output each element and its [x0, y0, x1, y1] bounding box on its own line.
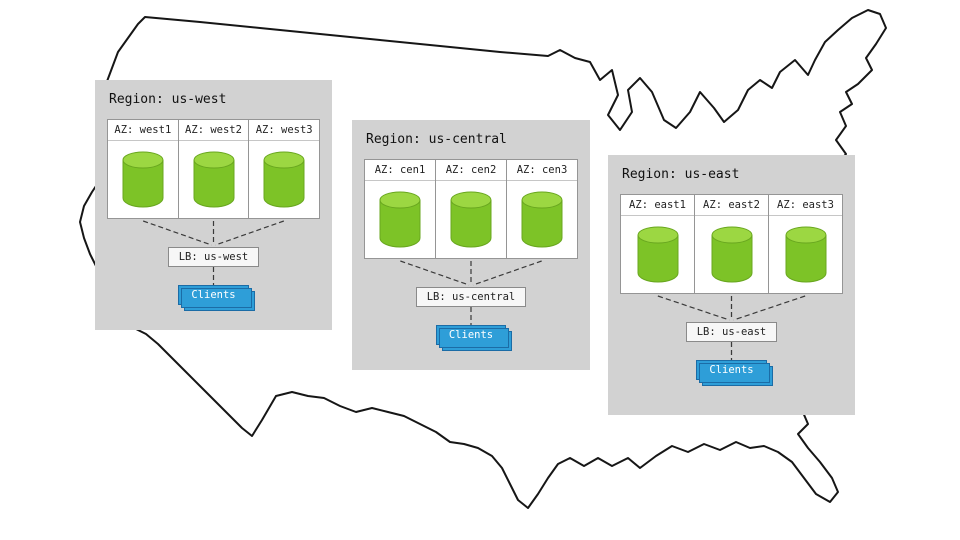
- region-title: Region: us-central: [366, 132, 507, 147]
- lb-to-clients-connector: [730, 342, 733, 360]
- database-cylinder-icon: [711, 226, 752, 283]
- region-title: Region: us-east: [622, 167, 740, 182]
- az-zone: AZ: west2: [178, 120, 250, 218]
- database-cylinder-icon: [785, 226, 826, 283]
- lb-to-clients-connector: [470, 307, 472, 325]
- lb-to-clients-connector: [212, 267, 215, 285]
- clients-node: Clients: [435, 325, 507, 345]
- az-zone: AZ: east2: [695, 195, 769, 293]
- az-zone: AZ: west3: [249, 120, 320, 218]
- database-cylinder-icon: [193, 151, 234, 208]
- region-title: Region: us-west: [109, 92, 227, 107]
- database-cylinder-icon: [379, 191, 421, 248]
- az-to-lb-connectors: [657, 295, 806, 321]
- az-panel: AZ: west1 AZ: west2 AZ: west3: [107, 119, 320, 219]
- az-panel: AZ: east1 AZ: east2 AZ: east3: [620, 194, 843, 294]
- az-label: AZ: cen2: [436, 160, 506, 181]
- az-zone: AZ: cen2: [436, 160, 507, 258]
- load-balancer-node: LB: us-central: [415, 287, 527, 307]
- database-cylinder-icon: [263, 151, 305, 208]
- az-panel: AZ: cen1 AZ: cen2 AZ: cen3: [364, 159, 578, 259]
- az-zone: AZ: east1: [621, 195, 695, 293]
- az-label: AZ: west2: [178, 120, 249, 141]
- az-label: AZ: east3: [769, 195, 842, 216]
- az-zone: AZ: west1: [108, 120, 179, 218]
- az-label: AZ: cen1: [365, 160, 435, 181]
- az-label: AZ: east1: [621, 195, 694, 216]
- az-label: AZ: cen3: [507, 160, 577, 181]
- az-label: AZ: west3: [249, 120, 320, 141]
- database-cylinder-icon: [521, 191, 563, 248]
- az-label: AZ: east2: [695, 195, 768, 216]
- load-balancer-node: LB: us-west: [167, 247, 260, 267]
- database-cylinder-icon: [122, 151, 164, 208]
- az-to-lb-connectors: [400, 260, 542, 286]
- database-cylinder-icon: [450, 191, 492, 248]
- az-zone: AZ: cen3: [507, 160, 577, 258]
- region-us-east: Region: us-east AZ: east1 AZ: east2 AZ: …: [608, 155, 855, 415]
- clients-node: Clients: [696, 360, 767, 380]
- clients-node: Clients: [178, 285, 249, 305]
- load-balancer-node: LB: us-east: [685, 322, 778, 342]
- database-cylinder-icon: [637, 226, 678, 283]
- az-label: AZ: west1: [108, 120, 178, 141]
- region-us-central: Region: us-central AZ: cen1 AZ: cen2 AZ:…: [352, 120, 590, 370]
- region-us-west: Region: us-west AZ: west1 AZ: west2 AZ: …: [95, 80, 332, 330]
- az-zone: AZ: east3: [769, 195, 842, 293]
- az-zone: AZ: cen1: [365, 160, 436, 258]
- az-to-lb-connectors: [142, 220, 285, 246]
